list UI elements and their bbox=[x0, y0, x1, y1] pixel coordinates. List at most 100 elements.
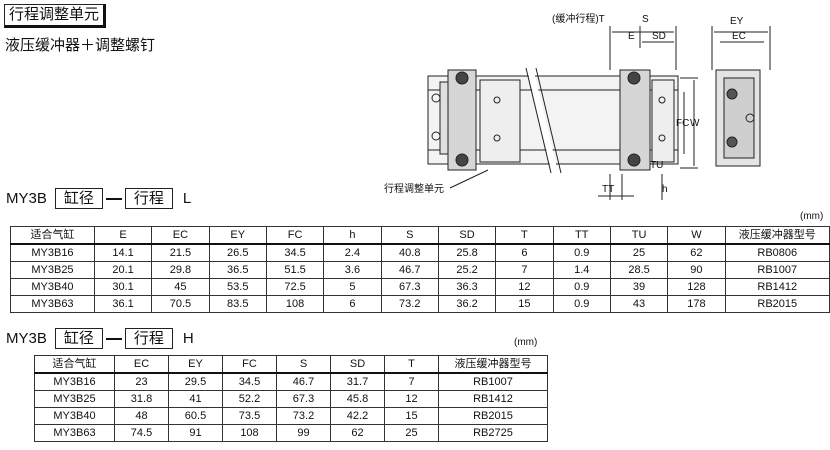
table-cell: 72.5 bbox=[265, 278, 325, 296]
table-cell: 73.2 bbox=[380, 295, 439, 313]
model-prefix: MY3B bbox=[6, 330, 47, 347]
table-cell: 36.1 bbox=[93, 295, 153, 313]
table-cell: 60.5 bbox=[168, 407, 223, 425]
table-cell: 31.8 bbox=[114, 390, 169, 408]
table-cell: 15 bbox=[495, 295, 554, 313]
slide-block-right bbox=[619, 69, 651, 171]
table-cell: MY3B25 bbox=[10, 261, 95, 279]
table-cell: 62 bbox=[330, 424, 385, 442]
header-cell: FC bbox=[222, 355, 277, 374]
table-cell: 1.4 bbox=[552, 261, 611, 279]
table-cell: 73.2 bbox=[276, 407, 331, 425]
table-header-row: 适合气缸 E EC EY FC h S SD T TT TU W 液压缓冲器型号 bbox=[10, 226, 830, 245]
model-code-line-L: MY3B 缸径 行程 L bbox=[6, 188, 191, 209]
table-cell: 90 bbox=[667, 261, 726, 279]
header-cell: FC bbox=[265, 226, 325, 245]
table-cell: 67.3 bbox=[380, 278, 439, 296]
dim-label-E: E bbox=[628, 31, 635, 42]
table-cell: 0.9 bbox=[552, 295, 611, 313]
table-cell: 12 bbox=[384, 390, 439, 408]
table-cell: 46.7 bbox=[276, 372, 331, 391]
header-cell: 液压缓冲器型号 bbox=[438, 355, 548, 374]
header-cell: E bbox=[93, 226, 153, 245]
dim-label-EY: EY bbox=[730, 16, 744, 27]
table-cell: MY3B63 bbox=[10, 295, 95, 313]
table-cell: 20.1 bbox=[93, 261, 153, 279]
model-prefix: MY3B bbox=[6, 190, 47, 207]
dim-label-W: W bbox=[690, 118, 700, 129]
table-cell: 31.7 bbox=[330, 372, 385, 391]
section-subtitle: 液压缓冲器＋调整螺钉 bbox=[5, 37, 156, 54]
table-cell: 45 bbox=[151, 278, 210, 296]
unit-label-2: (mm) bbox=[514, 337, 538, 348]
table-cell: 21.5 bbox=[151, 243, 210, 262]
technical-drawing: (缓冲行程)T S E SD EY EC W FC TU TT h 行程调整单元 bbox=[384, 12, 771, 200]
cushion-stroke-label: (缓冲行程)T bbox=[552, 12, 605, 25]
table-cell: RB2015 bbox=[724, 295, 830, 313]
table-cell: 73.5 bbox=[222, 407, 277, 425]
dim-label-TU: TU bbox=[650, 160, 663, 171]
table-cell: 7 bbox=[495, 261, 554, 279]
table-cell: 178 bbox=[667, 295, 726, 313]
table-cell: 67.3 bbox=[276, 390, 331, 408]
dim-label-TT: TT bbox=[602, 184, 614, 195]
table-cell: 40.8 bbox=[380, 243, 439, 262]
table-cell: 62 bbox=[667, 243, 726, 262]
table-cell: 70.5 bbox=[151, 295, 210, 313]
table-cell: 43 bbox=[609, 295, 669, 313]
header-cell: S bbox=[380, 226, 439, 245]
table-cell: 29.8 bbox=[151, 261, 210, 279]
header-cell: TU bbox=[609, 226, 669, 245]
table-cell: 91 bbox=[168, 424, 223, 442]
table-cell: 52.2 bbox=[222, 390, 277, 408]
table-cell: MY3B63 bbox=[34, 424, 115, 442]
header-cell: EY bbox=[168, 355, 223, 374]
header-cell: 适合气缸 bbox=[34, 355, 115, 374]
table-cell: 6 bbox=[495, 243, 554, 262]
header-cell: EC bbox=[151, 226, 210, 245]
table-cell: 48 bbox=[114, 407, 169, 425]
table-cell: 2.4 bbox=[323, 243, 382, 262]
table-cell: RB1007 bbox=[438, 372, 548, 391]
table-cell: 36.2 bbox=[437, 295, 497, 313]
table-cell: MY3B40 bbox=[10, 278, 95, 296]
table-cell: 26.5 bbox=[208, 243, 267, 262]
table-cell: 12 bbox=[495, 278, 554, 296]
header-cell: 液压缓冲器型号 bbox=[724, 226, 830, 245]
model-suffix: L bbox=[182, 190, 192, 207]
table-cell: MY3B40 bbox=[34, 407, 115, 425]
model-code-line-H: MY3B 缸径 行程 H bbox=[6, 328, 194, 349]
dim-label-S: S bbox=[642, 14, 649, 25]
table-cell: 28.5 bbox=[609, 261, 669, 279]
table-cell: RB1412 bbox=[724, 278, 830, 296]
dim-label-EC: EC bbox=[732, 31, 746, 42]
table-cell: 34.5 bbox=[265, 243, 325, 262]
table-cell: 6 bbox=[323, 295, 382, 313]
table-cell: 74.5 bbox=[114, 424, 169, 442]
table-cell: 25.8 bbox=[437, 243, 497, 262]
table-cell: 108 bbox=[222, 424, 277, 442]
header-cell: TT bbox=[552, 226, 611, 245]
header-cell: T bbox=[495, 226, 554, 245]
table-cell: 99 bbox=[276, 424, 331, 442]
table-cell: MY3B25 bbox=[34, 390, 115, 408]
slide-block-left bbox=[447, 69, 477, 171]
table-cell: 108 bbox=[265, 295, 325, 313]
header-cell: EY bbox=[208, 226, 267, 245]
table-cell: 25.2 bbox=[437, 261, 497, 279]
table-cell: MY3B16 bbox=[10, 243, 95, 262]
section-title: 行程调整单元 bbox=[4, 4, 107, 28]
table-cell: RB1412 bbox=[438, 390, 548, 408]
table-cell: 36.5 bbox=[208, 261, 267, 279]
table-header-row: 适合气缸 EC EY FC S SD T 液压缓冲器型号 bbox=[34, 355, 548, 374]
dim-label-FC: FC bbox=[676, 118, 689, 129]
header-cell: T bbox=[384, 355, 439, 374]
table-cell: 46.7 bbox=[380, 261, 439, 279]
